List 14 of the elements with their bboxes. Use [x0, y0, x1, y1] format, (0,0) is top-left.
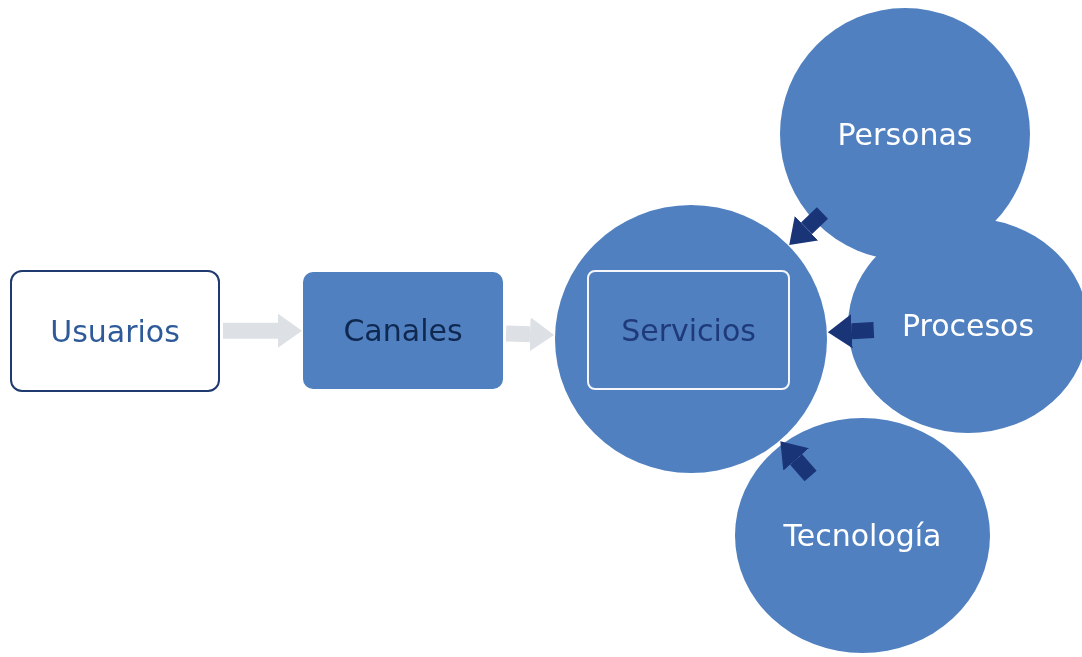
- node-label: Servicios: [621, 312, 756, 348]
- node-label: Personas: [837, 116, 973, 152]
- arrow: [827, 314, 875, 349]
- node-label: Canales: [343, 313, 463, 348]
- process-box: [10, 270, 220, 392]
- node-label: Procesos: [901, 308, 1035, 343]
- process-box: [303, 272, 503, 389]
- node-label: Tecnología: [783, 518, 942, 553]
- arrow: [789, 207, 828, 245]
- arrow: [780, 441, 817, 482]
- arrow: [223, 313, 302, 348]
- node-label: Usuarios: [50, 313, 180, 349]
- process-box: [587, 270, 790, 390]
- arrow: [505, 317, 555, 352]
